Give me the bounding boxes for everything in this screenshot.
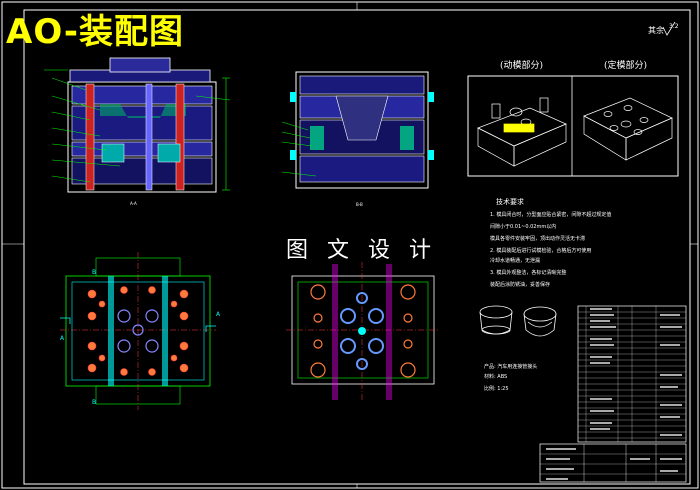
product-sketches: [479, 305, 557, 337]
corner-mark-text: 其余: [648, 25, 664, 35]
svg-text:A: A: [216, 311, 221, 318]
corner-mark-value: 3.2: [669, 23, 679, 30]
tech-line-2: 间隙小于0.01~0.02mm以内: [490, 223, 556, 230]
watermark-text: 图 文 设 计: [286, 238, 437, 263]
section-b-b-label: B-B: [356, 202, 363, 207]
moving-half-isometric: [477, 97, 567, 167]
part-name-line: 产品: 汽车用连接管接头: [484, 363, 537, 370]
fixed-half-isometric: [583, 97, 673, 161]
tech-line-1: 1. 模具闭合时，分型面应贴合紧密，间隙不超过规定值: [490, 211, 611, 218]
isometric-views-panel: (动模部分) (定模部分): [467, 59, 679, 177]
tech-line-5: 冷却水道畅通，无泄漏: [490, 257, 540, 264]
tech-line-3: 模具各零件安装牢固，顶出动作灵活无卡滞: [490, 235, 585, 242]
drawing-title: AO-装配图: [6, 12, 184, 52]
tech-line-7: 装配后涂防锈油，妥善保存: [490, 281, 550, 288]
part-info: 产品: 汽车用连接管接头 材料: ABS 比例: 1:25: [484, 363, 537, 392]
section-a-a-label: A-A: [130, 201, 137, 206]
part-material-line: 材料: ABS: [484, 373, 507, 380]
svg-text:B: B: [92, 399, 96, 406]
section-view-b-b: B-B: [281, 71, 434, 207]
tech-requirements-heading: 技术要求: [496, 197, 524, 206]
fixed-half-label: (定模部分): [604, 59, 647, 71]
svg-text:A: A: [60, 335, 65, 342]
section-view-a-a: A-A: [44, 57, 231, 206]
moving-half-label: (动模部分): [500, 59, 543, 71]
tech-line-6: 3. 模具外观整洁，各标记清晰完整: [490, 269, 566, 276]
fixed-plate-plan-view: [286, 262, 440, 400]
tech-requirements: 技术要求 1. 模具闭合时，分型面应贴合紧密，间隙不超过规定值 间隙小于0.01…: [490, 197, 611, 288]
title-block: [539, 443, 687, 483]
roughness-mark: 其余 3.2: [648, 21, 679, 36]
svg-text:B: B: [92, 269, 96, 276]
part-scale-line: 比例: 1:25: [484, 385, 509, 392]
moving-plate-plan-view: B B A A: [60, 252, 221, 410]
bill-of-materials: [577, 305, 687, 443]
tech-line-4: 2. 模具装配后进行试模检验，合格后方可使用: [490, 247, 591, 254]
